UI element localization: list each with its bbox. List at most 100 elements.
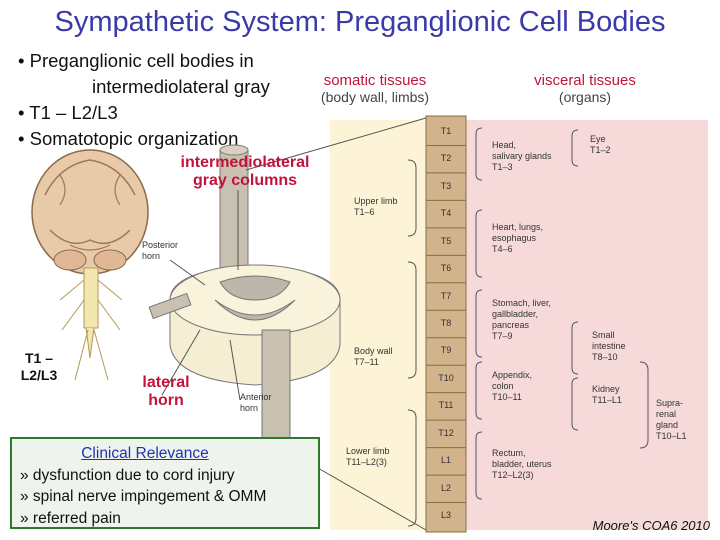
label-line: T7–9 [492, 331, 513, 341]
label-line: Body wall [354, 346, 393, 356]
label-line: Upper limb [354, 196, 398, 206]
clinical-item: » dysfunction due to cord injury [20, 466, 235, 484]
somatic-subtitle: (body wall, limbs) [320, 89, 430, 105]
label-line: Rectum, [492, 448, 526, 458]
label-line: L2/L3 [20, 367, 58, 383]
segment-label-t7: T7 [440, 290, 452, 301]
bullet-item: • Preganglionic cell bodies in [18, 50, 254, 71]
segment-label-l1: L1 [440, 455, 451, 466]
label-line: T12–L2(3) [492, 470, 534, 480]
label-line: colon [492, 381, 514, 391]
lateral-horn-label: lateral horn [126, 374, 206, 410]
upper-limb-label: Upper limb T1–6 [354, 196, 398, 218]
segment-label-t9: T9 [440, 345, 452, 356]
label-line: T11–L2(3) [346, 457, 387, 467]
label-line: horn [148, 392, 184, 409]
label-line: Stomach, liver, [492, 298, 552, 308]
label-line: renal [656, 409, 677, 419]
label-line: T1 – [24, 350, 53, 366]
segment-label-t8: T8 [440, 318, 452, 328]
label-line: esophagus [492, 233, 537, 243]
clinical-item: » referred pain [20, 509, 121, 527]
clinical-relevance-box: Clinical Relevance » dysfunction due to … [10, 437, 320, 529]
suprarenal-label: Supra- renal gland T10–L1 [656, 398, 687, 442]
bullet-item: • T1 – L2/L3 [18, 102, 118, 123]
lower-limb-label: Lower limb T11–L2(3) [346, 446, 390, 468]
label-line: bladder, uterus [492, 459, 552, 469]
segment-label-t10: T10 [438, 372, 454, 383]
brain-icon [31, 149, 149, 275]
label-line: T8–10 [592, 352, 618, 362]
label-line: T11–L1 [592, 395, 622, 405]
label-line: Posterior [142, 240, 179, 250]
page-title: Sympathetic System: Preganglionic Cell B… [54, 6, 666, 38]
segment-label-t2: T2 [440, 153, 452, 164]
cord-cross-section [148, 144, 341, 456]
label-line: T1–2 [590, 145, 611, 155]
label-line: Small [592, 330, 615, 340]
eye-label: Eye T1–2 [590, 134, 611, 156]
label-line: T1–3 [492, 162, 513, 172]
label-line: intermediolateral [180, 154, 310, 171]
head-label: Head, salivary glands T1–3 [492, 140, 552, 173]
kidney-label: Kidney T11–L1 [592, 384, 622, 406]
label-line: pancreas [492, 320, 530, 330]
label-line: Kidney [592, 384, 620, 394]
t1-l2-label: T1 – L2/L3 [6, 350, 72, 384]
segment-label-t12: T12 [438, 427, 454, 438]
anterior-horn-label: Anterior horn [240, 392, 272, 414]
segment-label-t11: T11 [438, 400, 454, 411]
somatic-panel [330, 120, 440, 530]
label-line: gallbladder, [492, 309, 539, 319]
label-line: Head, [492, 140, 517, 150]
segment-label-t3: T3 [440, 180, 452, 191]
label-line: Eye [590, 134, 606, 144]
segment-label-l3: L3 [440, 510, 451, 521]
segment-label-l2: L2 [440, 482, 451, 493]
segment-column [425, 115, 467, 533]
somatic-title: somatic tissues [323, 72, 427, 89]
label-line: gray columns [192, 172, 298, 189]
label-line: Heart, lungs, [492, 222, 544, 232]
label-line: gland [656, 420, 679, 430]
label-line: Appendix, [492, 370, 533, 380]
visceral-header: visceral tissues (organs) [505, 72, 665, 105]
label-line: T7–11 [354, 357, 379, 367]
credit-label: Moore's COA6 2010 [592, 518, 710, 533]
body-wall-label: Body wall T7–11 [354, 346, 393, 368]
somatic-header: somatic tissues (body wall, limbs) [300, 72, 450, 105]
label-line: T10–11 [492, 392, 522, 402]
bullet-list: • Preganglionic cell bodies in intermedi… [18, 48, 270, 152]
intermediolateral-label: intermediolateral gray columns [170, 154, 320, 190]
small-intestine-label: Small intestine T8–10 [592, 330, 626, 363]
clinical-title: Clinical Relevance [81, 445, 209, 462]
label-line: intestine [592, 341, 626, 351]
clinical-item: » spinal nerve impingement & OMM [20, 488, 267, 505]
visceral-title: visceral tissues [534, 72, 636, 89]
label-line: T4–6 [492, 244, 513, 254]
label-line: salivary glands [492, 151, 552, 161]
bullet-item: • Somatotopic organization [18, 128, 239, 149]
posterior-horn-label: Posterior horn [142, 240, 178, 262]
credit-text: Moore's COA6 2010 [593, 518, 710, 533]
label-line: lateral [142, 374, 190, 391]
rectum-label: Rectum, bladder, uterus T12–L2(3) [492, 448, 552, 481]
label-line: horn [142, 251, 161, 261]
label-line: T10–L1 [656, 431, 687, 441]
segment-label-t4: T4 [440, 208, 452, 219]
visceral-panel [440, 120, 708, 530]
heart-label: Heart, lungs, esophagus T4–6 [492, 222, 543, 255]
label-line: T1–6 [354, 207, 375, 217]
label-line: Supra- [656, 398, 684, 408]
appendix-label: Appendix, colon T10–11 [492, 370, 532, 403]
label-line: horn [240, 403, 259, 413]
segment-label-t5: T5 [440, 235, 452, 246]
visceral-subtitle: (organs) [558, 89, 612, 105]
spinal-cord-left [59, 267, 123, 381]
stomach-label: Stomach, liver, gallbladder, pancreas T7… [492, 298, 551, 342]
segment-label-t1: T1 [440, 125, 452, 136]
bullet-item: intermediolateral gray [92, 76, 270, 97]
segment-label-t6: T6 [440, 263, 452, 274]
label-line: Anterior [240, 392, 272, 402]
